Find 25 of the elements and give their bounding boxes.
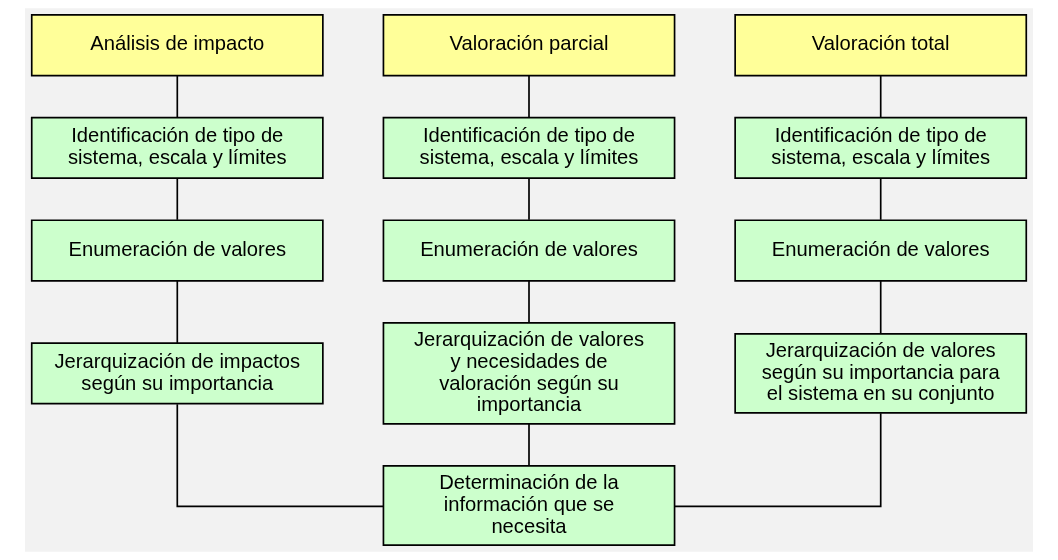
node-box: Identificación de tipo de sistema, escala y límites bbox=[382, 116, 676, 180]
connector bbox=[528, 423, 530, 467]
node-box: Jerarquización de valores según su importancia para el sistema en su conjunto bbox=[734, 333, 1028, 414]
node-box: Enumeración de valores bbox=[382, 219, 676, 282]
connector bbox=[176, 177, 179, 221]
node-box: Jerarquización de valores y necesidades de valoración según su importancia bbox=[382, 322, 676, 425]
node-box: Valoración parcial bbox=[382, 14, 676, 77]
connector bbox=[176, 75, 179, 118]
connector bbox=[879, 75, 882, 118]
node-box: Jerarquización de impactos según su importancia bbox=[30, 342, 324, 405]
node-box: Determinación de la información que se necesita bbox=[382, 465, 676, 546]
connector bbox=[879, 177, 882, 221]
connector bbox=[528, 280, 530, 324]
node-box: Enumeración de valores bbox=[30, 219, 324, 282]
connector bbox=[528, 75, 530, 118]
node-box: Identificación de tipo de sistema, escala y límites bbox=[734, 116, 1028, 180]
connector bbox=[673, 412, 882, 508]
connector bbox=[176, 280, 179, 344]
node-box: Enumeración de valores bbox=[734, 219, 1028, 282]
connector bbox=[879, 280, 882, 335]
node-box: Identificación de tipo de sistema, escala y límites bbox=[30, 116, 324, 180]
node-box: Análisis de impacto bbox=[30, 14, 324, 77]
connector bbox=[528, 177, 530, 221]
connector bbox=[176, 403, 385, 508]
node-box: Valoración total bbox=[734, 14, 1028, 77]
